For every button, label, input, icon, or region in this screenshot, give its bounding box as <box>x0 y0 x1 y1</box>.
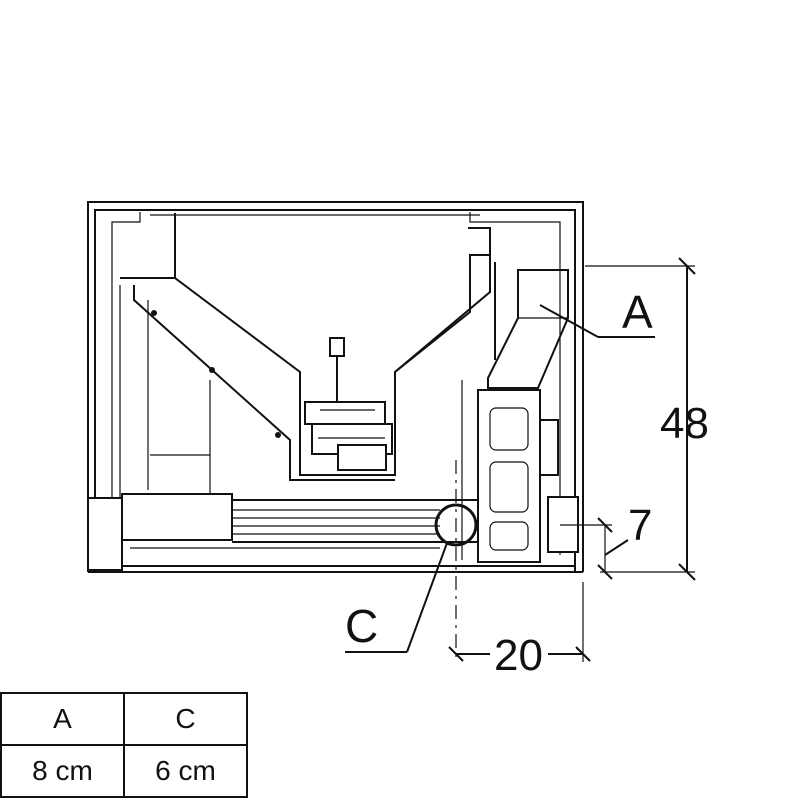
dimension-offset: 7 <box>560 501 652 580</box>
firebox-hopper <box>119 213 491 500</box>
burner-valve-assembly <box>304 337 393 471</box>
table-header-row: A C <box>0 692 248 746</box>
burner-grille <box>87 454 478 571</box>
label-c: C <box>345 600 378 652</box>
table-header-c: C <box>123 692 248 746</box>
dimension-height: 48 <box>585 257 709 581</box>
flue-duct-a <box>487 262 569 389</box>
dimension-width: 20 <box>448 582 591 680</box>
table-header-a: A <box>0 692 125 746</box>
table-value-c: 6 cm <box>123 744 248 798</box>
leader-c: C <box>345 542 448 653</box>
dimension-width-label: 20 <box>494 631 543 680</box>
outer-casing <box>87 201 584 573</box>
dimension-table: A C 8 cm 6 cm <box>0 692 248 798</box>
leader-a: A <box>539 286 655 338</box>
dimension-offset-label: 7 <box>628 501 652 550</box>
table-value-row: 8 cm 6 cm <box>0 744 248 798</box>
table-value-a: 8 cm <box>0 744 125 798</box>
pipe-c <box>434 460 478 660</box>
label-a: A <box>622 286 653 338</box>
dimension-height-label: 48 <box>660 399 709 448</box>
heat-exchanger-block <box>461 380 579 563</box>
